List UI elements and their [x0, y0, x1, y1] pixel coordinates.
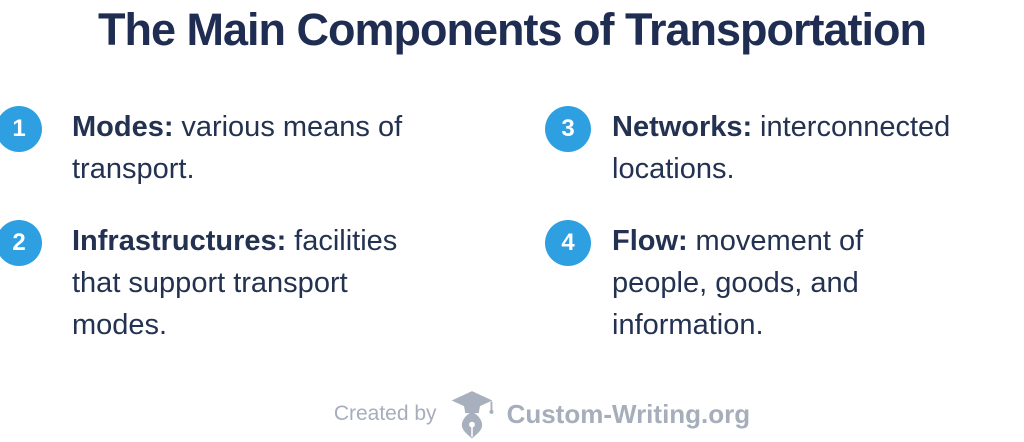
item-term: Infrastructures:	[72, 225, 287, 257]
item-text: Networks:interconnected locations.	[612, 106, 1024, 190]
list-item-flow: 4 Flow:movement of people, goods, and in…	[545, 220, 1024, 346]
graduation-cap-pen-icon	[450, 388, 494, 440]
item-term: Modes:	[72, 111, 174, 143]
item-description: facilities that support transport modes.	[72, 225, 398, 341]
number-badge-3: 3	[545, 106, 591, 152]
brand-name: Custom-Writing.org	[506, 398, 751, 429]
created-by-label: Created by	[333, 402, 437, 425]
item-text: Modes:various means of transport.	[72, 106, 547, 190]
item-description: various means of transport.	[72, 111, 403, 185]
list-item-modes: 1 Modes:various means of transport.	[0, 106, 547, 190]
item-text: Infrastructures:facilities that support …	[72, 220, 547, 346]
item-description: movement of people, goods, and informati…	[612, 225, 864, 341]
number-badge-1: 1	[0, 106, 42, 152]
number-badge-4: 4	[545, 220, 591, 266]
number-badge-2: 2	[0, 220, 42, 266]
page-title: The Main Components of Transportation	[98, 4, 927, 55]
item-term: Flow:	[612, 225, 688, 257]
footer: Created by Custom-Writing.org	[30, 386, 1024, 442]
item-description: interconnected locations.	[612, 111, 951, 185]
item-term: Networks:	[612, 111, 753, 143]
list-item-networks: 3 Networks:interconnected locations.	[545, 106, 1024, 190]
list-item-infrastructures: 2 Infrastructures:facilities that suppor…	[0, 220, 547, 346]
item-text: Flow:movement of people, goods, and info…	[612, 220, 1024, 346]
